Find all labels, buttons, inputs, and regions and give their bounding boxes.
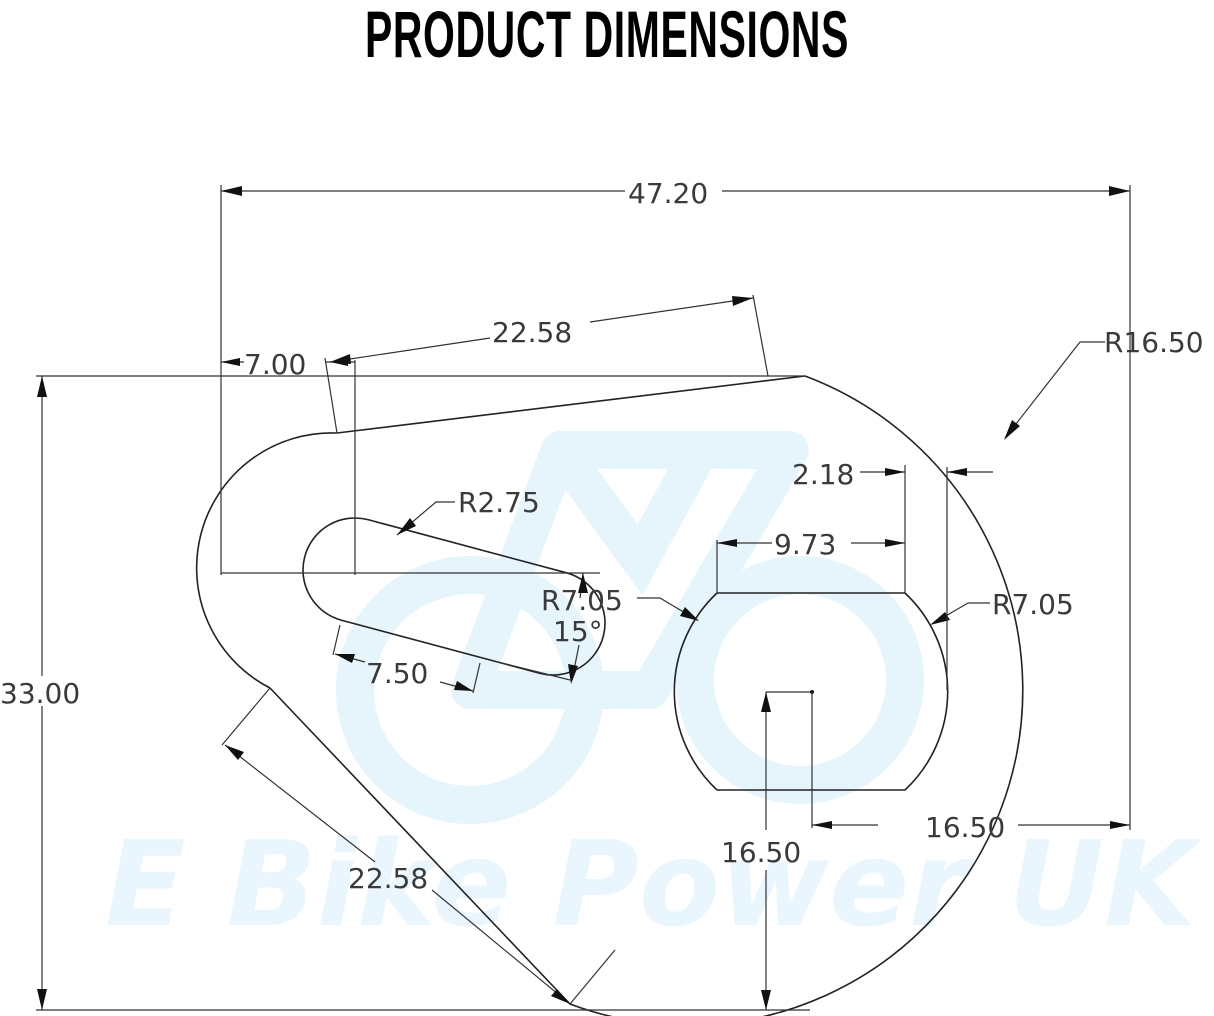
dim-slot-length: 7.50 — [366, 657, 428, 690]
page-title: PRODUCT DIMENSIONS — [364, 0, 850, 71]
dim-top-edge: 22.58 — [492, 316, 572, 349]
slot-outline — [302, 517, 606, 676]
dim-slot-offset: 7.00 — [244, 348, 306, 381]
dim-hole-flat-width: 9.73 — [774, 528, 836, 561]
dim-overall-height: 33.00 — [0, 677, 80, 710]
hole-outline — [673, 592, 949, 791]
dim-outer-radius: R16.50 — [1104, 326, 1204, 359]
part-outline — [195, 375, 1024, 1016]
watermark-text: E Bike Power UK — [105, 815, 1203, 953]
dim-hole-radius-left: R7.05 — [541, 584, 623, 617]
dim-center-to-right: 16.50 — [925, 811, 1005, 844]
dimension-lines — [36, 185, 1131, 1011]
bicycle-logo-icon — [336, 431, 924, 824]
dim-slot-angle: 15° — [553, 615, 603, 648]
dim-center-to-bottom: 16.50 — [721, 836, 801, 869]
dim-hole-radius-right: R7.05 — [992, 588, 1074, 621]
dim-overall-width: 47.20 — [628, 177, 708, 210]
dim-hole-flat-offset: 2.18 — [792, 458, 854, 491]
dimension-labels: 47.20 33.00 22.58 22.58 7.00 R2.75 7.50 … — [0, 177, 1204, 895]
dim-slot-radius: R2.75 — [458, 486, 540, 519]
dim-lower-edge: 22.58 — [348, 862, 428, 895]
